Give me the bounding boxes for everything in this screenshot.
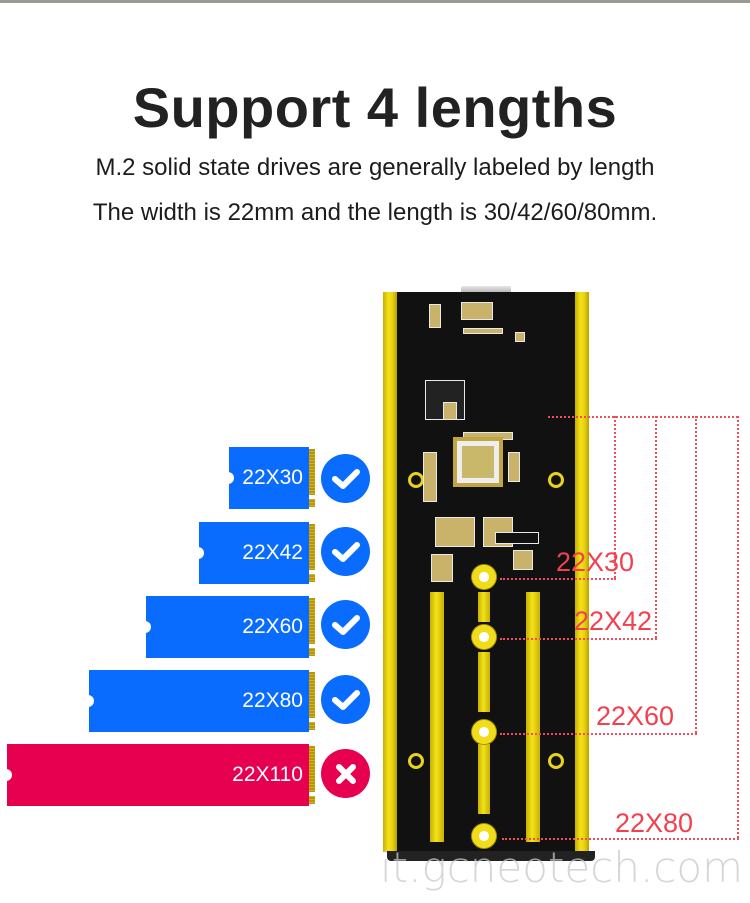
component-pad bbox=[508, 452, 520, 482]
controller-chip bbox=[453, 437, 503, 487]
supported-badge bbox=[321, 454, 370, 503]
guide-line-22x42 bbox=[500, 638, 657, 640]
gold-rail-left bbox=[383, 292, 397, 852]
subtitle-line-1: M.2 solid state drives are generally lab… bbox=[95, 154, 655, 181]
ssd-notch bbox=[86, 695, 94, 707]
component-pad bbox=[443, 402, 457, 420]
check-icon bbox=[331, 614, 360, 635]
standoff-22x42 bbox=[471, 624, 497, 650]
mount-hole bbox=[408, 472, 424, 488]
length-marker-label: 22X42 bbox=[574, 606, 653, 636]
ssd-size-label: 22X60 bbox=[242, 615, 303, 638]
component-pad bbox=[461, 302, 493, 320]
ssd-card-22x42: 22X42 bbox=[196, 522, 315, 584]
component-pad bbox=[513, 550, 533, 570]
ssd-card-22x60: 22X60 bbox=[143, 596, 315, 658]
check-icon bbox=[331, 689, 360, 710]
length-marker-label: 22X60 bbox=[596, 701, 675, 731]
guide-line-22x42-vertical bbox=[655, 416, 657, 638]
m2-enclosure-pcb bbox=[383, 292, 589, 852]
component-pad bbox=[463, 328, 503, 334]
watermark: it.gcneotech.com bbox=[380, 843, 744, 892]
mount-hole bbox=[548, 753, 564, 769]
enclosure-end-cap bbox=[387, 851, 595, 861]
ssd-size-label: 22X110 bbox=[232, 763, 303, 786]
ssd-gold-contacts bbox=[309, 598, 315, 656]
gold-rail-inner-right bbox=[526, 592, 540, 842]
component-pad bbox=[429, 304, 441, 328]
guide-line-22x80 bbox=[502, 838, 739, 840]
ssd-card-22x80: 22X80 bbox=[86, 670, 315, 732]
mount-hole bbox=[408, 753, 424, 769]
ssd-size-label: 22X42 bbox=[242, 541, 303, 564]
guide-line-22x60-vertical bbox=[695, 416, 697, 733]
component-pad bbox=[423, 452, 437, 502]
component-pad bbox=[435, 517, 475, 547]
usb-c-port bbox=[461, 286, 511, 294]
guide-line-22x30 bbox=[500, 578, 616, 580]
ssd-gold-contacts bbox=[309, 672, 315, 730]
component-pad bbox=[463, 432, 513, 440]
supported-badge bbox=[321, 675, 370, 724]
ssd-notch bbox=[4, 769, 12, 781]
center-track bbox=[478, 744, 490, 814]
close-icon bbox=[335, 763, 356, 784]
length-marker-label: 22X30 bbox=[556, 547, 635, 577]
ssd-size-label: 22X30 bbox=[242, 466, 303, 489]
ssd-notch bbox=[143, 621, 151, 633]
center-track bbox=[478, 652, 490, 712]
ssd-notch bbox=[196, 547, 204, 559]
gold-rail-inner-left bbox=[430, 592, 444, 842]
subtitle-line-2: The width is 22mm and the length is 30/4… bbox=[92, 199, 658, 226]
standoff-22x60 bbox=[471, 719, 497, 745]
length-marker-label: 22X80 bbox=[615, 808, 694, 838]
center-track bbox=[478, 592, 490, 622]
supported-badge bbox=[321, 527, 370, 576]
standoff-22x80 bbox=[471, 823, 497, 849]
ssd-gold-contacts bbox=[309, 449, 315, 507]
page-title: Support 4 lengths bbox=[132, 76, 618, 139]
mount-hole bbox=[548, 472, 564, 488]
check-icon bbox=[331, 541, 360, 562]
guide-line-top bbox=[548, 416, 738, 418]
supported-badge bbox=[321, 600, 370, 649]
top-border-strip bbox=[0, 0, 750, 3]
gold-rail-right bbox=[575, 292, 589, 852]
component-pad bbox=[431, 554, 453, 582]
ssd-card-22x30: 22X30 bbox=[226, 447, 315, 509]
ssd-card-22x110: 22X110 bbox=[4, 744, 315, 806]
standoff-22x30 bbox=[471, 564, 497, 590]
ssd-gold-contacts bbox=[309, 746, 315, 804]
component-pad bbox=[515, 332, 525, 342]
header-pins bbox=[495, 532, 539, 544]
guide-line-22x30-vertical bbox=[614, 416, 616, 578]
ssd-gold-contacts bbox=[309, 524, 315, 582]
guide-line-22x60 bbox=[500, 733, 697, 735]
ssd-size-label: 22X80 bbox=[242, 689, 303, 712]
unsupported-badge bbox=[321, 749, 370, 798]
check-icon bbox=[331, 468, 360, 489]
ssd-notch bbox=[226, 472, 234, 484]
guide-line-22x80-vertical bbox=[737, 416, 739, 838]
